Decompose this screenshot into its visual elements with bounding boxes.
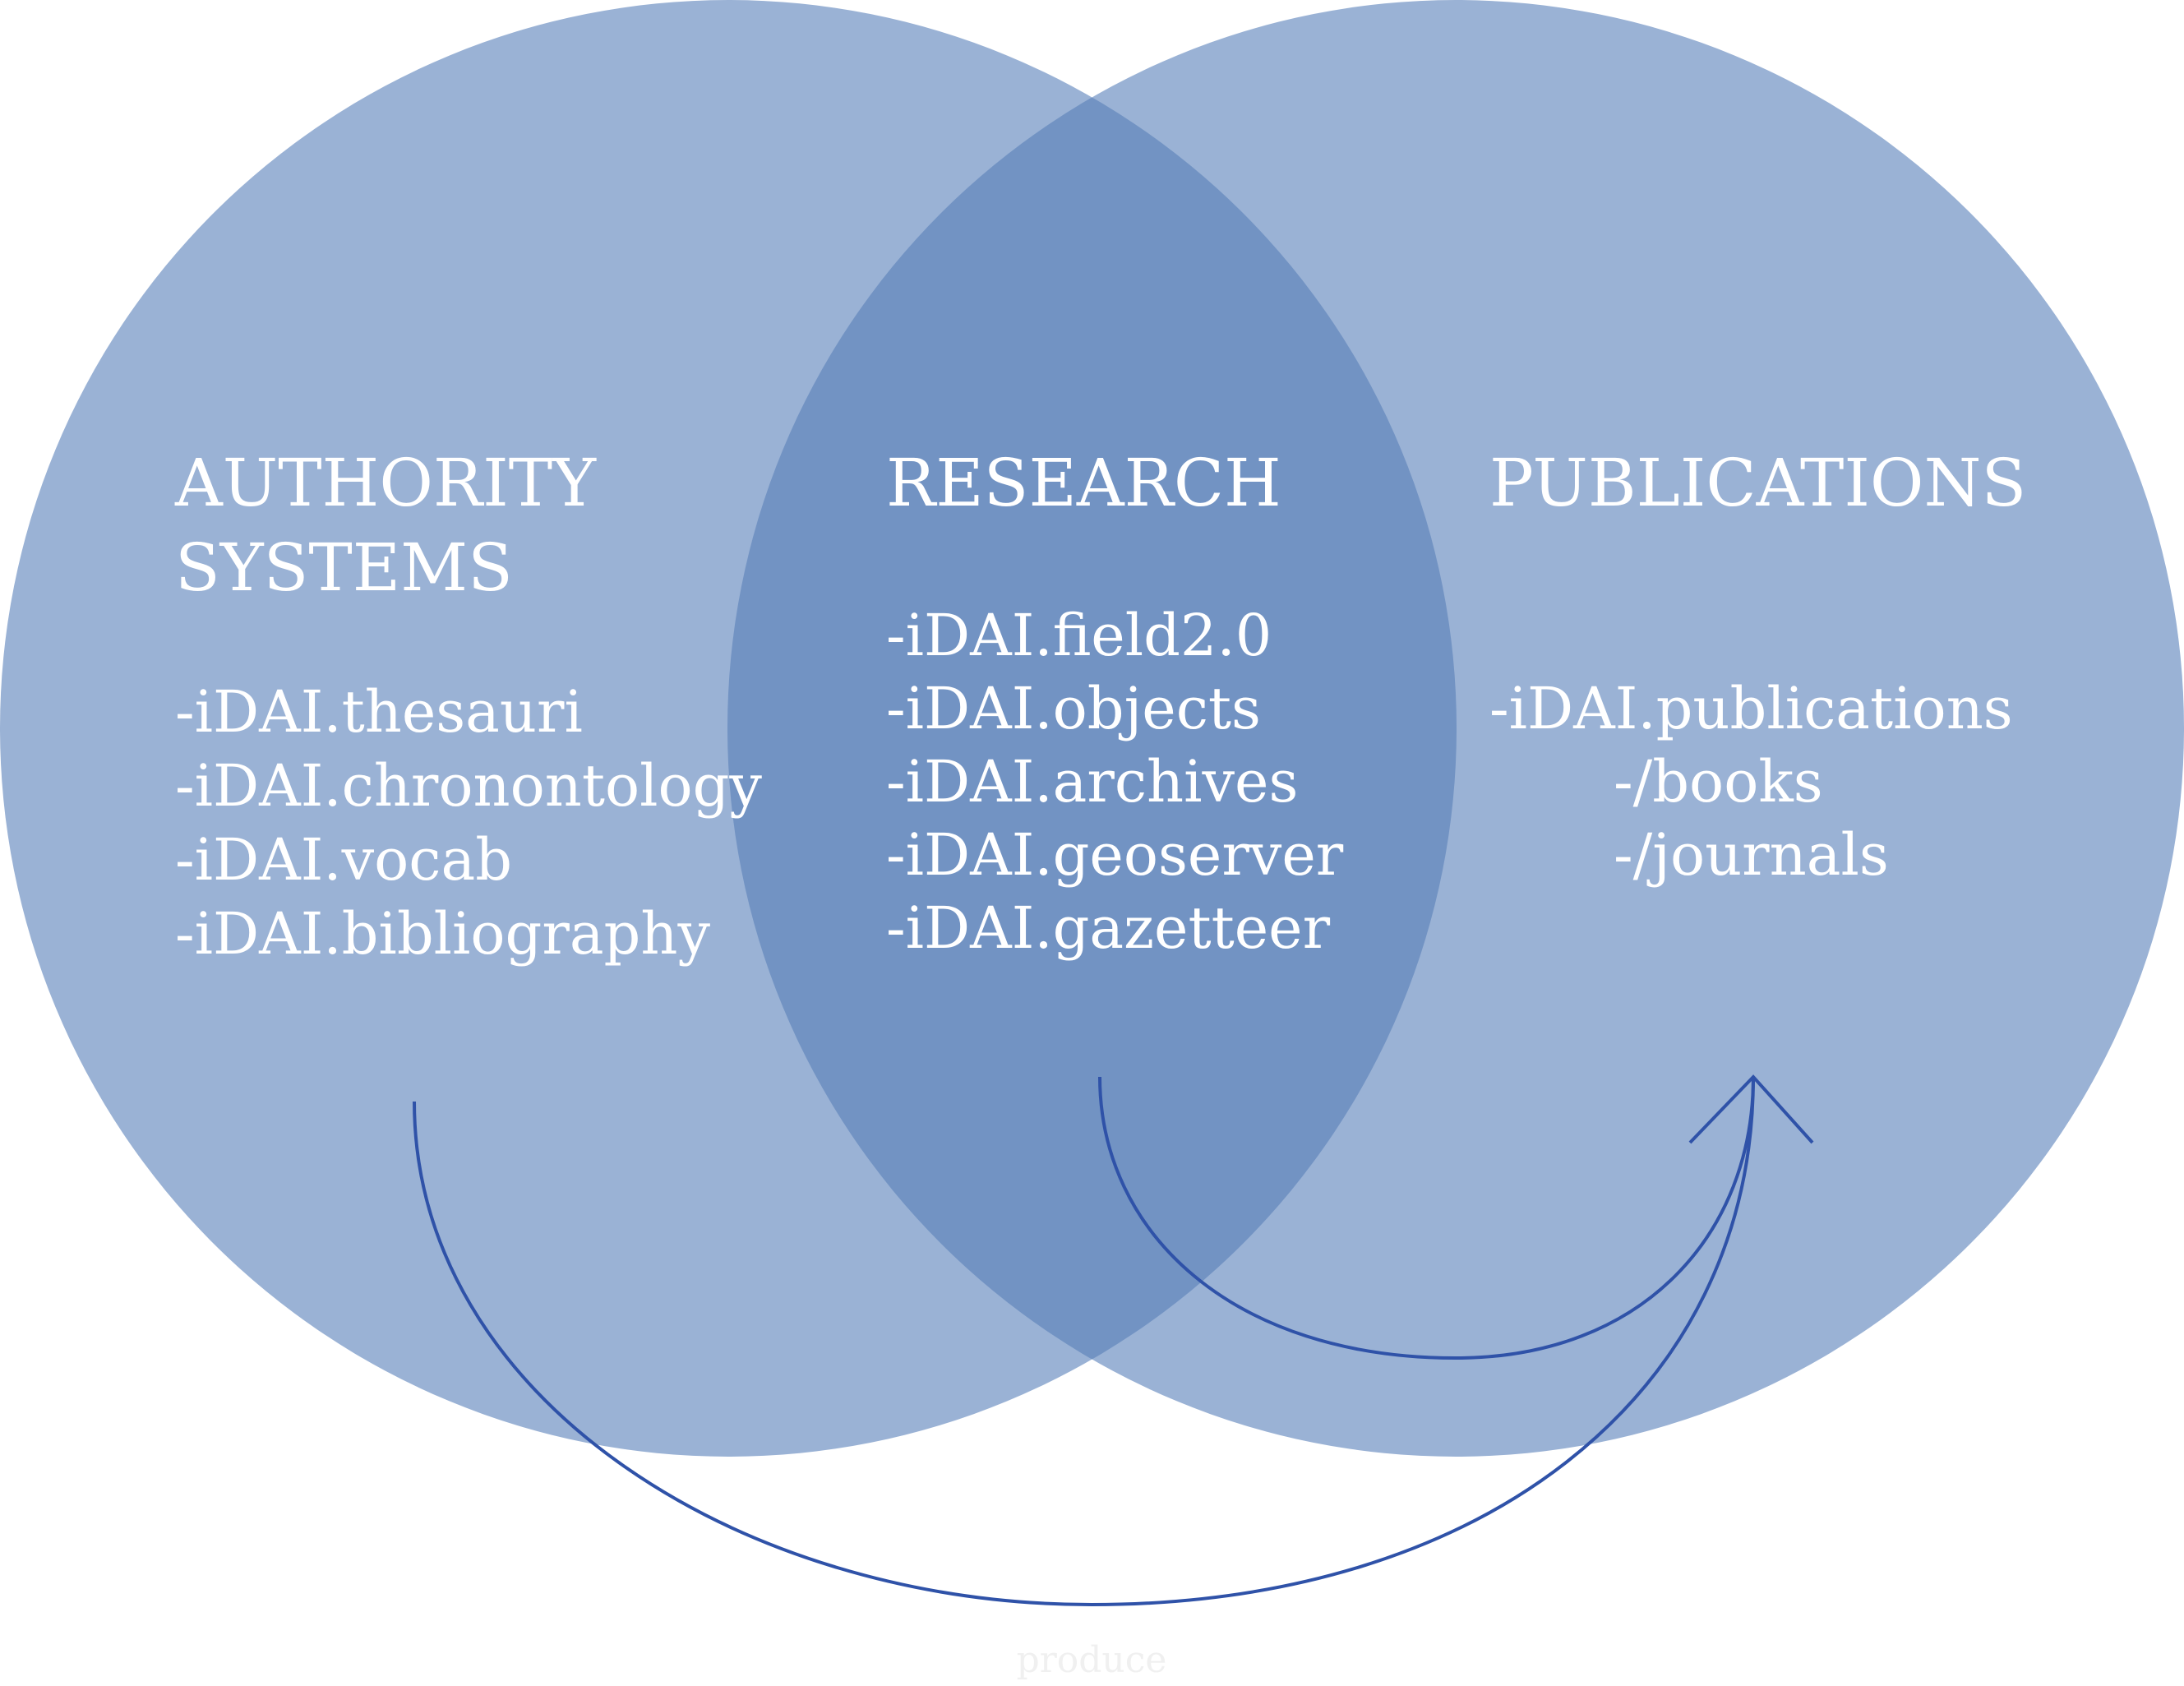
- publications-subitem: -/books: [1614, 748, 1823, 815]
- authority-item: -iDAI.thesauri: [175, 678, 583, 746]
- arrowhead-icon: [1688, 1074, 1814, 1144]
- research-item: -iDAI.gazetteer: [886, 894, 1331, 962]
- publications-item: -iDAI.publications: [1489, 675, 2013, 742]
- publications-heading: PUBLICATIONS: [1489, 445, 2026, 521]
- research-item: -iDAI.field2.0: [886, 602, 1272, 669]
- research-item: -iDAI.archives: [886, 748, 1298, 815]
- research-item: -iDAI.geoserver: [886, 821, 1344, 889]
- authority-item: -iDAI.vocab: [175, 826, 512, 894]
- authority-to-publications-arrow: [413, 1076, 1755, 1607]
- research-item: -iDAI.objects: [886, 675, 1261, 742]
- produce-caption: produce: [1017, 1639, 1167, 1681]
- authority-heading-line1: AUTHORITY: [174, 445, 597, 521]
- authority-item: -iDAI.chronontology: [175, 752, 762, 820]
- authority-item: -iDAI.bibliography: [175, 900, 710, 968]
- overlap-region: [727, 0, 1457, 1457]
- research-heading: RESEARCH: [886, 445, 1281, 521]
- publications-subitem: -/journals: [1614, 821, 1889, 889]
- research-to-publications-arrow: [1098, 1076, 1755, 1360]
- authority-heading-line2: SYSTEMS: [175, 529, 513, 606]
